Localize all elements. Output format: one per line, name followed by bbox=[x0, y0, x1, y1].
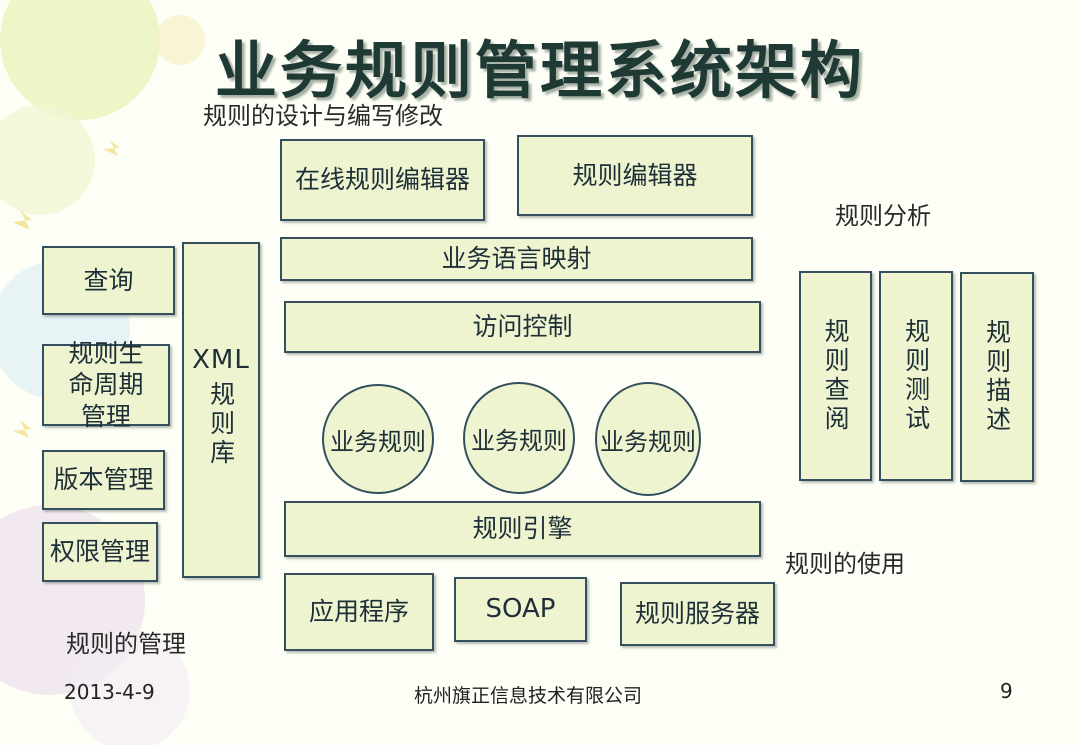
business-rule-circle-3: 业务规则 bbox=[595, 382, 701, 496]
query-box: 查询 bbox=[42, 246, 175, 315]
application-box: 应用程序 bbox=[284, 573, 434, 651]
rule-engine-box: 规则引擎 bbox=[284, 501, 761, 557]
xml-label: XML bbox=[192, 345, 250, 375]
soap-box: SOAP bbox=[454, 577, 587, 642]
footer-date: 2013-4-9 bbox=[64, 680, 155, 704]
rule-test-label: 规则测试 bbox=[901, 318, 931, 434]
business-rule-circle-1: 业务规则 bbox=[322, 384, 434, 494]
rule-query-box: 规则查阅 bbox=[799, 271, 872, 481]
rule-description-box: 规则描述 bbox=[960, 272, 1034, 482]
version-management-box: 版本管理 bbox=[42, 450, 165, 510]
footer-page-number: 9 bbox=[1000, 679, 1013, 703]
rule-server-box: 规则服务器 bbox=[620, 582, 775, 646]
business-rule-circle-2: 业务规则 bbox=[463, 382, 575, 494]
lifecycle-management-box: 规则生命周期管理 bbox=[42, 339, 170, 431]
xml-rule-repository-box: XML 规则库 bbox=[182, 242, 260, 578]
design-section-label: 规则的设计与编写修改 bbox=[203, 102, 443, 130]
page-title: 业务规则管理系统架构 bbox=[214, 34, 865, 107]
usage-section-label: 规则的使用 bbox=[785, 550, 905, 578]
business-language-mapping-box: 业务语言映射 bbox=[280, 237, 753, 281]
management-section-label: 规则的管理 bbox=[66, 630, 186, 658]
permission-management-box: 权限管理 bbox=[42, 522, 158, 582]
access-control-box: 访问控制 bbox=[284, 301, 761, 353]
analysis-section-label: 规则分析 bbox=[835, 202, 931, 230]
rule-editor-box: 规则编辑器 bbox=[517, 135, 753, 216]
rule-description-label: 规则描述 bbox=[982, 319, 1012, 435]
footer-company: 杭州旗正信息技术有限公司 bbox=[414, 685, 643, 707]
rule-query-label: 规则查阅 bbox=[821, 318, 851, 434]
online-rule-editor-box: 在线规则编辑器 bbox=[280, 139, 485, 221]
rule-repository-label: 规则库 bbox=[206, 380, 236, 468]
rule-test-box: 规则测试 bbox=[879, 271, 953, 481]
